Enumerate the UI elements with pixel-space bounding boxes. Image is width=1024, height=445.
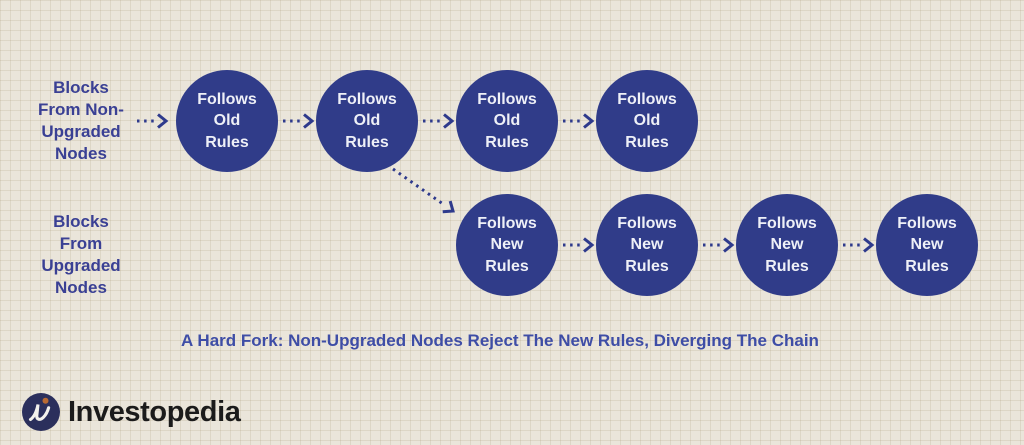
dotted-arrow-new-2-3 [703,237,735,253]
arrowhead-icon [583,237,595,253]
logo-swoosh-i [28,404,51,422]
arrowhead-icon [303,113,315,129]
arrowhead-icon [863,237,875,253]
node-follows-new-rules-2: Follows New Rules [596,194,698,296]
caption: A Hard Fork: Non-Upgraded Nodes Reject T… [181,331,819,350]
dotted-arrow-old-1-2 [283,113,315,129]
investopedia-logo-icon [22,393,60,431]
investopedia-logo-text: Investopedia [68,395,241,428]
node-follows-new-rules-4: Follows New Rules [876,194,978,296]
node-follows-new-rules-1: Follows New Rules [456,194,558,296]
node-follows-new-rules-3: Follows New Rules [736,194,838,296]
dotted-arrow-old-3-4 [563,113,595,129]
logo-circle [22,393,60,431]
arrowhead-icon [723,237,735,253]
dotted-arrow-new-1-2 [563,237,595,253]
dotted-arrow-fork-diagonal [392,167,455,214]
dotted-arrow-old-2-3 [423,113,455,129]
row-label-non-upgraded-nodes: Blocks From Non- Upgraded Nodes [38,78,124,163]
investopedia-logo: Investopedia [22,393,241,431]
node-follows-old-rules-3: Follows Old Rules [456,70,558,172]
node-follows-old-rules-1: Follows Old Rules [176,70,278,172]
arrowhead-icon [583,113,595,129]
dotted-arrow-line [392,167,444,206]
dotted-arrow-new-3-4 [843,237,875,253]
node-follows-old-rules-4: Follows Old Rules [596,70,698,172]
row-label-upgraded-nodes: Blocks From Upgraded Nodes [41,212,121,297]
arrowhead-icon [443,113,455,129]
arrowhead-icon [442,200,455,214]
node-follows-old-rules-2: Follows Old Rules [316,70,418,172]
logo-orange-dot [42,397,49,404]
